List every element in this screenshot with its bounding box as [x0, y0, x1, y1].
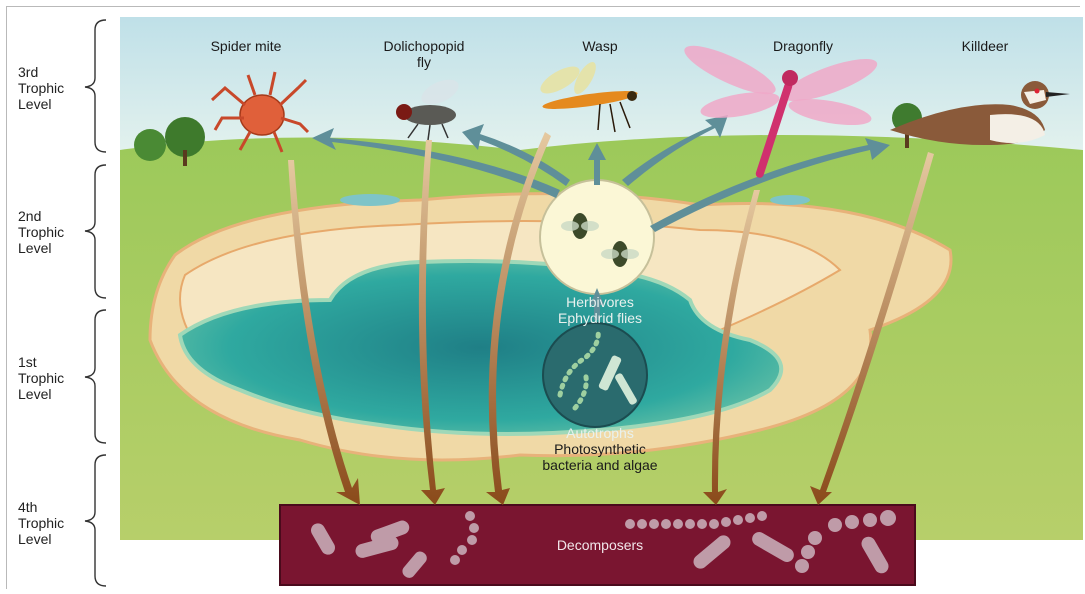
label-line: Photosynthetic [542, 441, 657, 457]
level-label-second: 2nd Trophic Level [18, 208, 64, 256]
label-wasp: Wasp [582, 38, 617, 54]
level-label-fourth: 4th Trophic Level [18, 499, 64, 547]
level-word-level: Level [18, 240, 64, 256]
level-word-trophic: Trophic [18, 80, 64, 96]
label-line: Ephydrid flies [558, 310, 642, 326]
label-autotrophs: Autotrophs Photosynthetic bacteria and a… [542, 425, 657, 473]
level-word-trophic: Trophic [18, 515, 64, 531]
level-word-level: Level [18, 96, 64, 112]
label-dolichopodid-fly: Dolichopopid fly [384, 38, 465, 70]
level-label-first: 1st Trophic Level [18, 354, 64, 402]
label-line: Autotrophs [542, 425, 657, 441]
brace-first-level [85, 310, 106, 443]
level-word-level: Level [18, 386, 64, 402]
level-word-trophic: Trophic [18, 224, 64, 240]
level-number: 4th [18, 499, 64, 515]
level-word-level: Level [18, 531, 64, 547]
label-decomposers: Decomposers [557, 537, 643, 553]
level-number: 2nd [18, 208, 64, 224]
brace-third-level [85, 20, 106, 152]
brace-fourth-level [85, 455, 106, 586]
autotrophs-circle [543, 323, 647, 427]
label-line: Dolichopopid [384, 38, 465, 54]
level-word-trophic: Trophic [18, 370, 64, 386]
label-herbivores: Herbivores Ephydrid flies [558, 294, 642, 326]
label-spider-mite: Spider mite [211, 38, 282, 54]
level-label-third: 3rd Trophic Level [18, 64, 64, 112]
herbivores-circle [540, 180, 654, 294]
label-line: Herbivores [558, 294, 642, 310]
steam-vent [770, 195, 810, 205]
level-number: 1st [18, 354, 64, 370]
label-line: bacteria and algae [542, 457, 657, 473]
label-dragonfly: Dragonfly [773, 38, 833, 54]
brace-second-level [85, 165, 106, 298]
label-line: fly [384, 54, 465, 70]
steam-vent [340, 194, 400, 206]
level-number: 3rd [18, 64, 64, 80]
label-killdeer: Killdeer [962, 38, 1009, 54]
